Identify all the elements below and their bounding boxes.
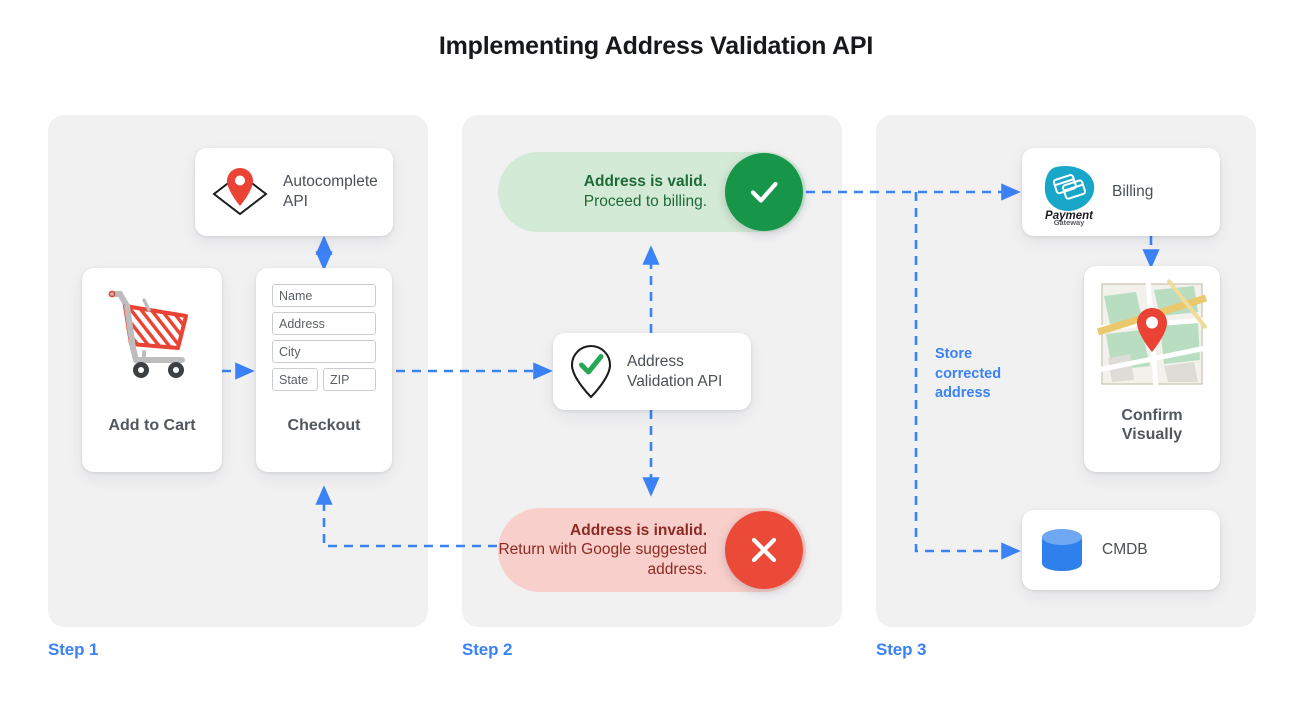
database-icon xyxy=(1036,524,1088,576)
address-validation-api-card[interactable]: Address Validation API xyxy=(553,333,751,410)
add-to-cart-card[interactable]: Add to Cart xyxy=(82,268,222,472)
checkout-name-field[interactable]: Name xyxy=(272,284,376,307)
step1-label: Step 1 xyxy=(48,640,99,659)
check-circle-icon xyxy=(725,153,803,231)
address-invalid-line1: Address is invalid. xyxy=(570,521,707,539)
step2-label: Step 2 xyxy=(462,640,513,659)
billing-card[interactable]: Payment Gateway Billing xyxy=(1022,148,1220,236)
checkout-zip-field[interactable]: ZIP xyxy=(323,368,376,391)
map-thumbnail-icon xyxy=(1096,278,1208,389)
checkout-state-field[interactable]: State xyxy=(272,368,318,391)
cmdb-label: CMDB xyxy=(1102,541,1148,559)
address-invalid-text: Address is invalid. Return with Google s… xyxy=(498,521,725,580)
address-validation-api-label: Address Validation API xyxy=(627,352,723,390)
address-invalid-line2: Return with Google suggested address. xyxy=(498,541,707,578)
page-title: Implementing Address Validation API xyxy=(438,32,874,60)
payment-gateway-icon: Payment Gateway xyxy=(1036,159,1102,227)
add-to-cart-caption: Add to Cart xyxy=(108,417,196,434)
address-valid-text: Address is valid. Proceed to billing. xyxy=(584,172,725,211)
checkout-caption: Checkout xyxy=(287,417,361,434)
checkout-card[interactable]: Name Address City State ZIP Checkout xyxy=(256,268,392,472)
address-valid-line1: Address is valid. xyxy=(583,173,707,191)
payment-gateway-wordmark-top: Payment xyxy=(1045,210,1094,222)
cmdb-card[interactable]: CMDB xyxy=(1022,510,1220,590)
checkout-address-field[interactable]: Address xyxy=(272,312,376,335)
address-valid-pill: Address is valid. Proceed to billing. xyxy=(498,152,806,232)
address-invalid-pill: Address is invalid. Return with Google s… xyxy=(498,508,806,592)
map-pin-check-icon xyxy=(567,343,615,401)
autocomplete-api-card[interactable]: Autocomplete API xyxy=(195,148,393,236)
x-circle-icon xyxy=(725,511,803,589)
shopping-cart-icon xyxy=(82,286,222,386)
checkout-city-field[interactable]: City xyxy=(272,340,376,363)
step3-label: Step 3 xyxy=(876,640,927,659)
confirm-visually-card[interactable]: Confirm Visually xyxy=(1084,266,1220,472)
billing-label: Billing xyxy=(1112,183,1154,201)
payment-gateway-wordmark-bottom: Gateway xyxy=(1054,218,1085,227)
address-valid-line2: Proceed to billing. xyxy=(583,193,707,210)
map-pin-diamond-icon xyxy=(209,164,271,220)
confirm-visually-caption: Confirm Visually xyxy=(1121,407,1183,444)
autocomplete-api-label: Autocomplete API xyxy=(283,173,378,210)
store-corrected-address-note: Store corrected address xyxy=(935,346,1002,402)
